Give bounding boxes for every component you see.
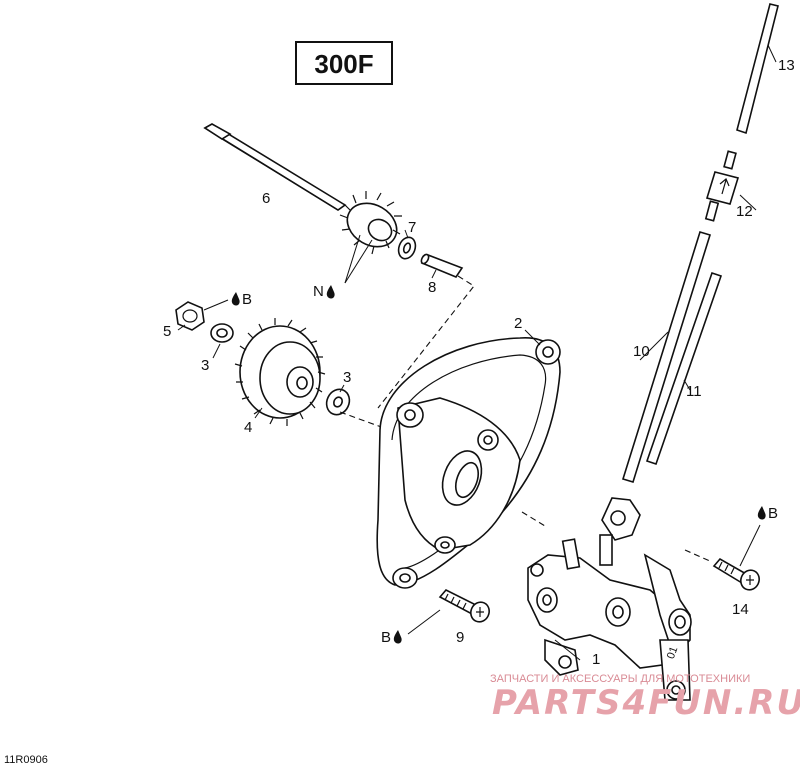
part-2-pump-housing [376, 337, 561, 589]
callout-5: 5 [163, 323, 171, 340]
part-3-washer-right [325, 388, 351, 416]
watermark-logo: PARTS4FUN.RU [492, 683, 800, 723]
part-10-tube [621, 231, 712, 483]
part-14-screw [684, 549, 760, 591]
product-code-label: B [768, 505, 778, 522]
callout-11: 11 [686, 383, 702, 400]
part-8-pin [420, 253, 464, 278]
callout-7: 7 [408, 219, 416, 236]
product-code-n-gear: N [313, 283, 335, 300]
part-3-washer-left [210, 323, 234, 343]
callout-3-left: 3 [201, 357, 209, 374]
watermark-tagline: ЗАПЧАСТИ И АКСЕССУАРЫ ДЛЯ МОТОТЕХНИКИ [490, 673, 750, 685]
part-9-screw [438, 589, 490, 623]
part-4-gear [234, 318, 326, 426]
callout-8: 8 [428, 279, 436, 296]
callout-6: 6 [262, 190, 270, 207]
product-code-b-screw-9: B [381, 629, 402, 646]
part-12-filter [704, 150, 740, 222]
product-code-label: B [242, 291, 252, 308]
callout-2: 2 [514, 315, 522, 332]
callout-13: 13 [778, 57, 795, 74]
product-code-b-nut: B [231, 291, 252, 308]
drawing-code: 11R0906 [4, 754, 48, 766]
product-code-label: N [313, 283, 324, 300]
callout-12: 12 [736, 203, 753, 220]
leader-lines [177, 44, 777, 661]
part-5-nut [175, 301, 205, 331]
part-11-tube [645, 271, 723, 466]
callout-4: 4 [244, 419, 252, 436]
oil-drop-icon [757, 506, 766, 520]
callout-10: 10 [633, 343, 650, 360]
callout-3-right: 3 [343, 369, 351, 386]
oil-drop-icon [231, 292, 240, 306]
part-13-tube [736, 3, 779, 135]
oil-drop-icon [393, 630, 402, 644]
part-1-oil-pump: 01 [527, 497, 692, 701]
lever-marking: 01 [665, 645, 680, 661]
product-code-label: B [381, 629, 391, 646]
part-7-washer [397, 236, 417, 260]
callout-14: 14 [732, 601, 749, 618]
title-box [295, 41, 393, 85]
callout-1: 1 [592, 651, 600, 668]
product-code-b-screw-14: B [757, 505, 778, 522]
oil-drop-icon [326, 285, 335, 299]
assembly-line-housing [521, 511, 546, 527]
title-text: 300F [314, 49, 373, 79]
callout-9: 9 [456, 629, 464, 646]
part-6-drive-shaft [203, 123, 402, 255]
assembly-line-pin [377, 275, 475, 409]
